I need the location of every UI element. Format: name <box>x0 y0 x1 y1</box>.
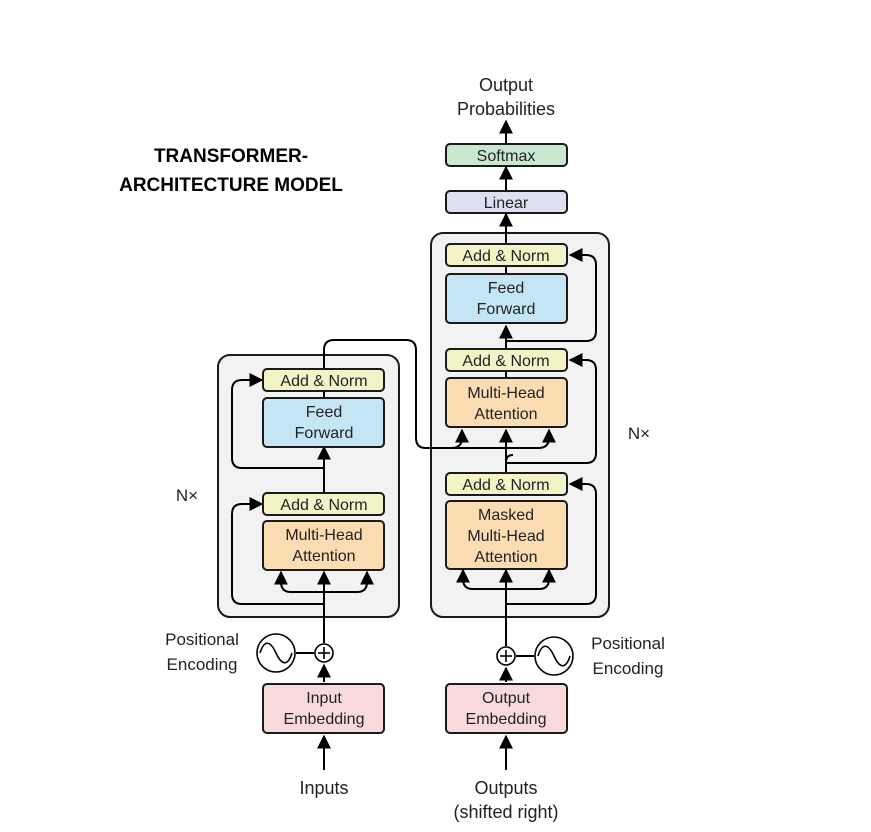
decoder-add-norm-bottom <box>445 472 568 496</box>
input-embedding-label-1: Input <box>306 690 342 707</box>
arrow-enc-residual-2 <box>231 373 324 469</box>
encoder-positional-encoding-label-1: Positional <box>165 630 239 649</box>
encoder-sine-wave-icon <box>259 642 293 664</box>
encoder-feed-forward-label-1: Feed <box>306 404 342 421</box>
decoder-add-norm-top-label: Add & Norm <box>462 248 549 265</box>
decoder-repeat-label: N× <box>628 424 650 443</box>
decoder-feed-forward-label-1: Feed <box>488 280 524 297</box>
output-probabilities-label-2: Probabilities <box>457 99 555 119</box>
arrow-enc-attn-v <box>324 570 374 593</box>
arrow-enc-out-to-k <box>450 428 469 449</box>
decoder-masked-attention-label-3: Attention <box>474 549 537 566</box>
outputs-label-1: Outputs <box>474 778 537 798</box>
encoder-add-norm-top-label: Add & Norm <box>280 373 367 390</box>
decoder-add-norm-bottom-label: Add & Norm <box>462 477 549 494</box>
encoder-add-norm-top <box>262 368 385 392</box>
decoder-feed-forward-label-2: Forward <box>477 301 536 318</box>
decoder-masked-attention-label-1: Masked <box>478 507 534 524</box>
arrow-enc-residual-1 <box>231 497 324 605</box>
decoder-positional-encoding-label-2: Encoding <box>593 659 664 678</box>
encoder-feed-forward-label-2: Forward <box>295 425 354 442</box>
encoder-multi-head-attention <box>262 520 385 571</box>
decoder-masked-attention <box>445 500 568 570</box>
input-embedding-label-2: Embedding <box>284 711 365 728</box>
encoder-attention-label-1: Multi-Head <box>285 527 362 544</box>
arrow-dec-residual-3 <box>506 248 597 342</box>
encoder-feed-forward <box>262 397 385 448</box>
linear-block <box>445 190 568 214</box>
encoder-add-norm-bottom-label: Add & Norm <box>280 497 367 514</box>
arrow-enc-out-to-v <box>537 428 556 449</box>
encoder-repeat-label: N× <box>176 486 198 505</box>
arrow-encoder-output-to-decoder <box>323 339 540 449</box>
decoder-cross-attention-label-2: Attention <box>474 406 537 423</box>
decoder-cross-attention-label-1: Multi-Head <box>467 385 544 402</box>
diagram-title-line-2: ARCHITECTURE MODEL <box>119 175 343 196</box>
input-embedding <box>262 683 385 734</box>
encoder-add-norm-bottom <box>262 492 385 516</box>
diagram-title-line-1: TRANSFORMER- <box>153 146 309 167</box>
arrow-dec-residual-2 <box>506 353 597 464</box>
output-embedding <box>445 683 568 734</box>
output-embedding-label-1: Output <box>482 690 531 707</box>
output-embedding-label-2: Embedding <box>466 711 547 728</box>
decoder-add-norm-mid-label: Add & Norm <box>462 353 549 370</box>
arrow-enc-attn-k <box>274 570 324 593</box>
linear-label: Linear <box>484 195 529 212</box>
outputs-label-2: (shifted right) <box>453 802 558 822</box>
softmax-block <box>445 143 568 167</box>
softmax-label: Softmax <box>477 148 536 165</box>
decoder-masked-attention-label-2: Multi-Head <box>467 528 544 545</box>
encoder-stack <box>217 354 400 618</box>
output-probabilities-label-1: Output <box>479 75 533 95</box>
decoder-add-norm-top <box>445 243 568 267</box>
decoder-positional-encoding-label-1: Positional <box>591 634 665 653</box>
arrow-dec-residual-1 <box>506 477 597 605</box>
arrow-masked-attn-v <box>506 568 556 590</box>
encoder-positional-encoding-label-2: Encoding <box>167 655 238 674</box>
decoder-feed-forward <box>445 273 568 324</box>
decoder-add-norm-mid <box>445 348 568 372</box>
inputs-label: Inputs <box>299 778 348 798</box>
arrow-masked-attn-k <box>456 568 506 590</box>
encoder-attention-label-2: Attention <box>292 548 355 565</box>
decoder-cross-attention <box>445 377 568 428</box>
decoder-sine-wave-icon <box>537 645 571 667</box>
